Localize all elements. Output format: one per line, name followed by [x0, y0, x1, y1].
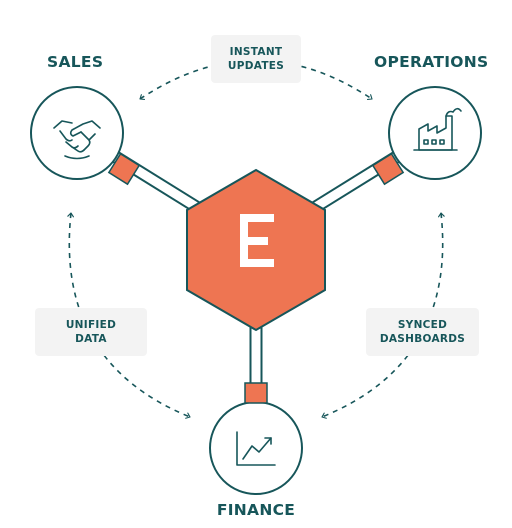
synced-dashboards-line2: DASHBOARDS — [379, 333, 466, 345]
logo-icon — [240, 214, 274, 267]
sales-connector-block — [107, 152, 141, 186]
unified-data-label: UNIFIED DATA — [35, 308, 147, 356]
synced-dashboards-line1: SYNCED — [397, 319, 448, 331]
finance-node — [209, 401, 303, 495]
instant-updates-line1: INSTANT — [229, 46, 283, 58]
unified-data-line2: DATA — [75, 333, 107, 345]
factory-icon — [413, 107, 462, 151]
operations-node — [388, 86, 482, 180]
sales-node — [30, 86, 124, 180]
handshake-icon — [53, 120, 101, 160]
operations-connector-block — [371, 152, 405, 186]
synced-dashboards-label: SYNCED DASHBOARDS — [366, 308, 479, 356]
finance-label: FINANCE — [216, 501, 296, 519]
sales-label: SALES — [47, 53, 104, 71]
instant-updates-label: INSTANT UPDATES — [211, 35, 301, 83]
operations-label: OPERATIONS — [374, 53, 489, 71]
unified-data-line1: UNIFIED — [65, 319, 117, 331]
finance-connector-block — [244, 382, 268, 404]
flow-arc-sales-finance — [67, 212, 191, 419]
instant-updates-line2: UPDATES — [227, 60, 285, 72]
hub-hexagon — [186, 168, 326, 332]
line-chart-icon — [236, 431, 276, 466]
flow-arc-operations-finance — [321, 212, 445, 419]
